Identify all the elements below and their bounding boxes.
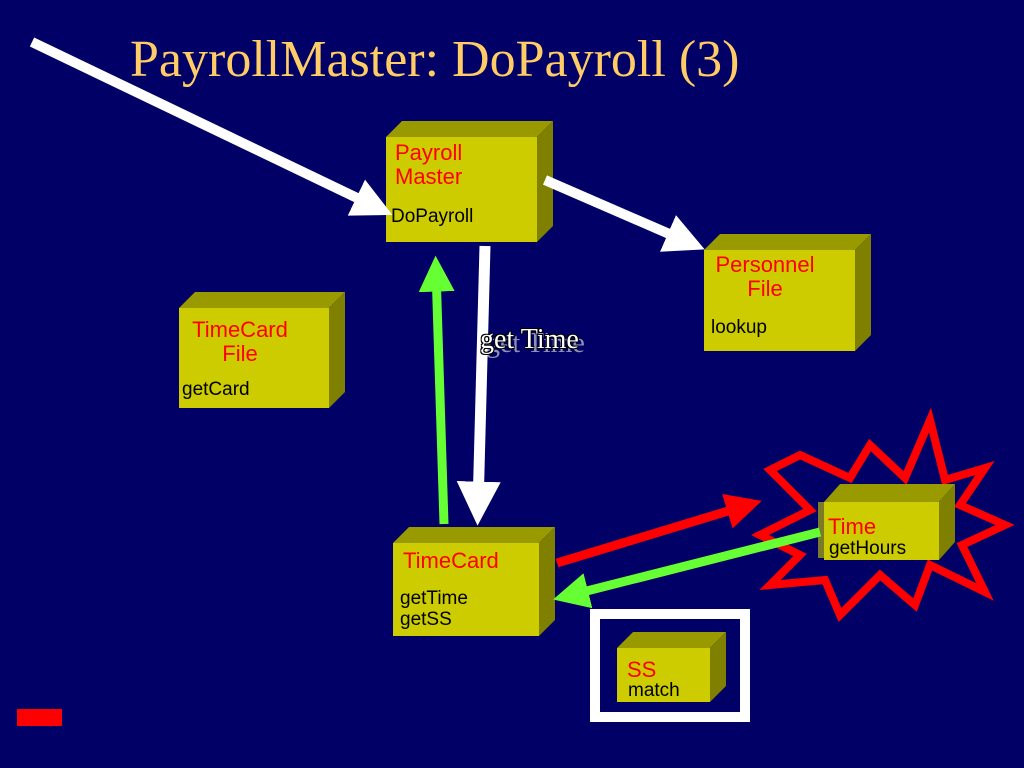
timecard-class-name: TimeCard xyxy=(403,548,499,573)
payroll-master-class-line2: Master xyxy=(395,164,463,190)
ss-operation: match xyxy=(628,680,680,701)
timecard-operations: getTime getSS xyxy=(400,588,468,631)
timecard-file-class-line1: TimeCard xyxy=(192,317,288,342)
payroll-master-operation: DoPayroll xyxy=(391,206,474,227)
timecard-file-operation: getCard xyxy=(182,379,250,400)
timecard-operation-getss: getSS xyxy=(400,608,452,630)
time-box xyxy=(818,484,955,560)
gethours-return-arrow xyxy=(553,527,822,609)
slide-title: PayrollMaster: DoPayroll (3) xyxy=(130,31,740,88)
ss-highlight-frame xyxy=(590,609,750,722)
lookup-call-arrow xyxy=(543,175,705,252)
personnel-file-box xyxy=(704,234,871,351)
payroll-master-class-name: Payroll Master xyxy=(395,140,463,190)
timecard-file-class-name: TimeCard File xyxy=(176,317,304,367)
timecard-operation-gettime: getTime xyxy=(400,588,468,609)
time-operation: getHours xyxy=(829,538,907,559)
ss-class-name: SS xyxy=(627,657,657,682)
ss-box xyxy=(617,632,726,702)
payroll-master-class-line1: Payroll xyxy=(395,140,463,165)
gettime-return-arrow xyxy=(418,255,455,525)
personnel-file-class-name: Personnel File xyxy=(700,252,830,302)
personnel-file-operation: lookup xyxy=(711,317,767,338)
time-class-name: Time xyxy=(828,514,877,539)
red-marker xyxy=(17,709,62,726)
get-time-label-shadow: get Time xyxy=(486,328,585,359)
personnel-file-class-line1: Personnel xyxy=(715,252,815,277)
timecard-file-class-line2: File xyxy=(222,341,258,367)
personnel-file-class-line2: File xyxy=(747,276,783,302)
gethours-call-arrow xyxy=(555,494,762,568)
get-time-label: get Time xyxy=(480,324,579,355)
gettime-call-arrow xyxy=(456,245,501,526)
timecard-box xyxy=(393,527,555,636)
timecard-file-box xyxy=(179,292,345,408)
incoming-call-arrow xyxy=(29,37,393,216)
